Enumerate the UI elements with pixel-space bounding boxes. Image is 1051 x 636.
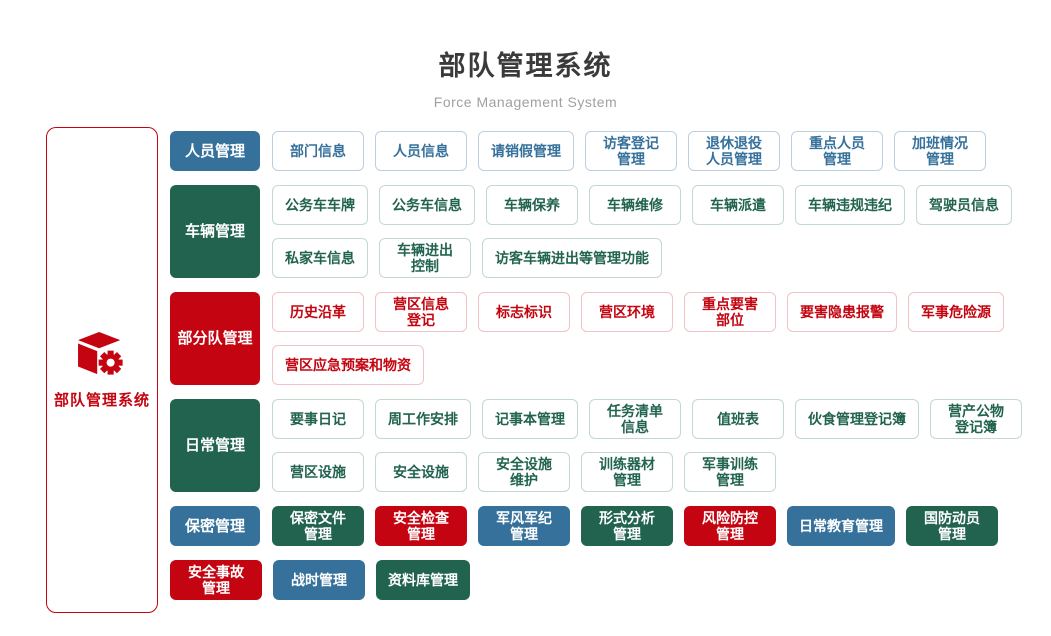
diagram-line: 私家车信息车辆进出 控制访客车辆进出等管理功能 — [272, 238, 1012, 278]
module-box: 公务车车牌 — [272, 185, 368, 225]
row-lines: 部门信息人员信息请销假管理访客登记 管理退休退役 人员管理重点人员 管理加班情况… — [272, 131, 986, 171]
module-box: 保密文件 管理 — [272, 506, 364, 546]
root-system-box: 部队管理系统 — [46, 127, 158, 613]
module-box: 营区应急预案和物资 — [272, 345, 424, 385]
module-box: 记事本管理 — [482, 399, 578, 439]
module-box: 风险防控 管理 — [684, 506, 776, 546]
diagram-line: 保密文件 管理安全检查 管理军风军纪 管理形式分析 管理风险防控 管理日常教育管… — [272, 506, 998, 546]
diagram-row: 部分队管理历史沿革营区信息 登记标志标识营区环境重点要害 部位要害隐患报警军事危… — [170, 292, 1022, 385]
module-box: 安全事故 管理 — [170, 560, 262, 600]
module-box: 车辆进出 控制 — [379, 238, 471, 278]
rows-container: 人员管理部门信息人员信息请销假管理访客登记 管理退休退役 人员管理重点人员 管理… — [170, 127, 1022, 613]
row-lines: 安全事故 管理战时管理资料库管理 — [170, 560, 470, 600]
category-box: 人员管理 — [170, 131, 260, 171]
module-box: 重点要害 部位 — [684, 292, 776, 332]
row-lines: 要事日记周工作安排记事本管理任务清单 信息值班表伙食管理登记簿营产公物 登记簿营… — [272, 399, 1022, 492]
module-box: 访客车辆进出等管理功能 — [482, 238, 662, 278]
module-box: 国防动员 管理 — [906, 506, 998, 546]
diagram-row: 人员管理部门信息人员信息请销假管理访客登记 管理退休退役 人员管理重点人员 管理… — [170, 131, 1022, 171]
diagram-line: 公务车车牌公务车信息车辆保养车辆维修车辆派遣车辆违规违纪驾驶员信息 — [272, 185, 1012, 225]
module-box: 驾驶员信息 — [916, 185, 1012, 225]
category-box: 保密管理 — [170, 506, 260, 546]
diagram-row: 保密管理保密文件 管理安全检查 管理军风军纪 管理形式分析 管理风险防控 管理日… — [170, 506, 1022, 546]
module-box: 重点人员 管理 — [791, 131, 883, 171]
module-box: 军事危险源 — [908, 292, 1004, 332]
module-box: 历史沿革 — [272, 292, 364, 332]
category-box: 车辆管理 — [170, 185, 260, 278]
diagram-line: 要事日记周工作安排记事本管理任务清单 信息值班表伙食管理登记簿营产公物 登记簿 — [272, 399, 1022, 439]
module-box: 安全设施 — [375, 452, 467, 492]
module-box: 值班表 — [692, 399, 784, 439]
module-box: 车辆保养 — [486, 185, 578, 225]
page-subtitle: Force Management System — [433, 94, 618, 110]
module-box: 公务车信息 — [379, 185, 475, 225]
diagram-line: 营区设施安全设施安全设施 维护训练器材 管理军事训练 管理 — [272, 452, 1022, 492]
module-box: 私家车信息 — [272, 238, 368, 278]
module-box: 访客登记 管理 — [585, 131, 677, 171]
module-box: 周工作安排 — [375, 399, 471, 439]
cube-gear-icon — [78, 331, 125, 376]
diagram-row: 安全事故 管理战时管理资料库管理 — [170, 560, 1022, 600]
row-lines: 保密文件 管理安全检查 管理军风军纪 管理形式分析 管理风险防控 管理日常教育管… — [272, 506, 998, 546]
diagram-line: 部门信息人员信息请销假管理访客登记 管理退休退役 人员管理重点人员 管理加班情况… — [272, 131, 986, 171]
module-box: 军事训练 管理 — [684, 452, 776, 492]
root-system-label: 部队管理系统 — [53, 391, 150, 409]
module-box: 形式分析 管理 — [581, 506, 673, 546]
module-box: 训练器材 管理 — [581, 452, 673, 492]
module-box: 营产公物 登记簿 — [930, 399, 1022, 439]
diagram-row: 日常管理要事日记周工作安排记事本管理任务清单 信息值班表伙食管理登记簿营产公物 … — [170, 399, 1022, 492]
module-box: 人员信息 — [375, 131, 467, 171]
module-box: 安全检查 管理 — [375, 506, 467, 546]
module-box: 资料库管理 — [376, 560, 470, 600]
module-box: 车辆违规违纪 — [795, 185, 905, 225]
module-box: 请销假管理 — [478, 131, 574, 171]
row-lines: 公务车车牌公务车信息车辆保养车辆维修车辆派遣车辆违规违纪驾驶员信息私家车信息车辆… — [272, 185, 1012, 278]
module-box: 标志标识 — [478, 292, 570, 332]
diagram-row: 车辆管理公务车车牌公务车信息车辆保养车辆维修车辆派遣车辆违规违纪驾驶员信息私家车… — [170, 185, 1022, 278]
page-header: 部队管理系统 Force Management System — [0, 44, 1051, 110]
page-title: 部队管理系统 — [438, 51, 613, 81]
module-box: 退休退役 人员管理 — [688, 131, 780, 171]
system-diagram: 部队管理系统 人员管理部门信息人员信息请销假管理访客登记 管理退休退役 人员管理… — [46, 127, 1022, 613]
module-box: 车辆维修 — [589, 185, 681, 225]
module-box: 任务清单 信息 — [589, 399, 681, 439]
module-box: 营区环境 — [581, 292, 673, 332]
module-box: 战时管理 — [273, 560, 365, 600]
diagram-line: 安全事故 管理战时管理资料库管理 — [170, 560, 470, 600]
diagram-line: 营区应急预案和物资 — [272, 345, 1004, 385]
module-box: 军风军纪 管理 — [478, 506, 570, 546]
module-box: 加班情况 管理 — [894, 131, 986, 171]
row-lines: 历史沿革营区信息 登记标志标识营区环境重点要害 部位要害隐患报警军事危险源营区应… — [272, 292, 1004, 385]
module-box: 车辆派遣 — [692, 185, 784, 225]
module-box: 要事日记 — [272, 399, 364, 439]
module-box: 安全设施 维护 — [478, 452, 570, 492]
module-box: 要害隐患报警 — [787, 292, 897, 332]
category-box: 日常管理 — [170, 399, 260, 492]
diagram-line: 历史沿革营区信息 登记标志标识营区环境重点要害 部位要害隐患报警军事危险源 — [272, 292, 1004, 332]
module-box: 日常教育管理 — [787, 506, 895, 546]
module-box: 伙食管理登记簿 — [795, 399, 919, 439]
module-box: 部门信息 — [272, 131, 364, 171]
module-box: 营区设施 — [272, 452, 364, 492]
category-box: 部分队管理 — [170, 292, 260, 385]
module-box: 营区信息 登记 — [375, 292, 467, 332]
